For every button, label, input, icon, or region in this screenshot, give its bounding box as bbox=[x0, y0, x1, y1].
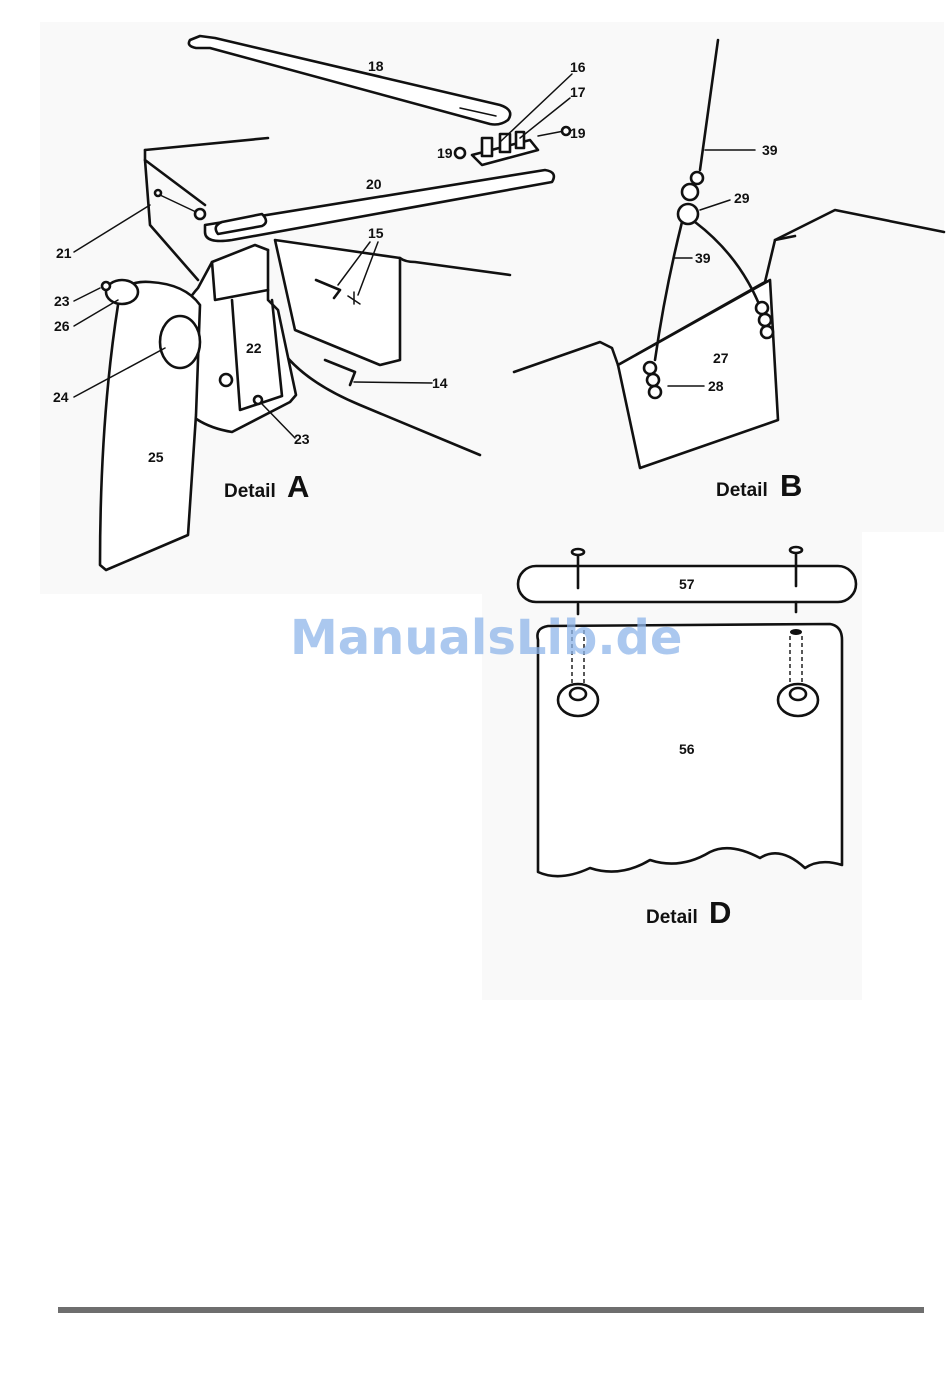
detail-b-caption-word: Detail bbox=[716, 480, 768, 501]
callout-26: 26 bbox=[54, 318, 70, 334]
callout-19-right: 19 bbox=[570, 125, 586, 141]
callout-39-mid: 39 bbox=[695, 250, 711, 266]
watermark: ManualsLib.de bbox=[290, 610, 682, 666]
callout-17: 17 bbox=[570, 84, 586, 100]
callout-23-top: 23 bbox=[54, 293, 70, 309]
callout-57: 57 bbox=[679, 576, 695, 592]
callout-23-bottom: 23 bbox=[294, 431, 310, 447]
callout-24: 24 bbox=[53, 389, 69, 405]
detail-b-caption-letter: B bbox=[780, 468, 802, 503]
callout-19-left: 19 bbox=[437, 145, 453, 161]
part-25-blade bbox=[100, 280, 200, 570]
footer-rule bbox=[58, 1307, 924, 1313]
callout-14: 14 bbox=[432, 375, 448, 391]
callout-25: 25 bbox=[148, 449, 164, 465]
callout-20: 20 bbox=[366, 176, 382, 192]
callout-29: 29 bbox=[734, 190, 750, 206]
detail-d-caption-letter: D bbox=[709, 895, 731, 930]
detail-d-caption-word: Detail bbox=[646, 907, 698, 928]
callout-28: 28 bbox=[708, 378, 724, 394]
callout-16: 16 bbox=[570, 59, 586, 75]
detail-a-caption-word: Detail bbox=[224, 481, 276, 502]
callout-18: 18 bbox=[368, 58, 384, 74]
callout-22: 22 bbox=[246, 340, 262, 356]
callout-27: 27 bbox=[713, 350, 729, 366]
callout-21: 21 bbox=[56, 245, 72, 261]
callout-39-top: 39 bbox=[762, 142, 778, 158]
callout-15: 15 bbox=[368, 225, 384, 241]
detail-a-caption-letter: A bbox=[287, 469, 309, 504]
callout-56: 56 bbox=[679, 741, 695, 757]
